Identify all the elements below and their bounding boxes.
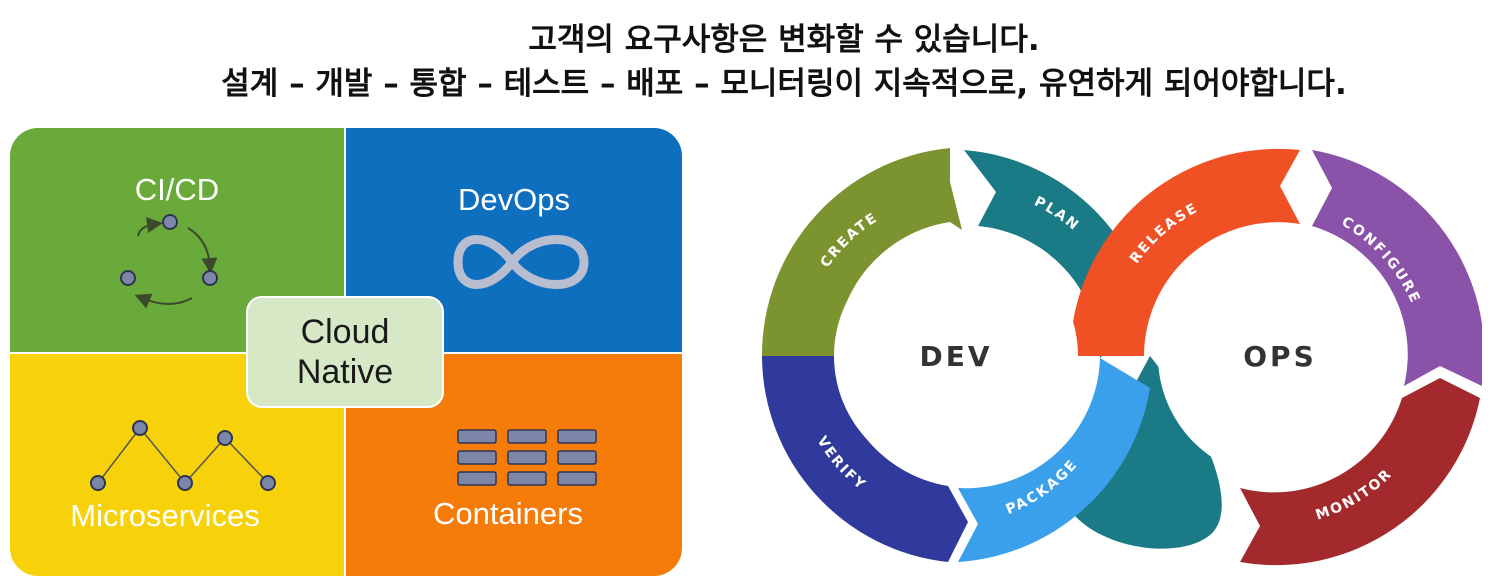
ops-label: OPS — [1243, 340, 1317, 373]
containers-label: Containers — [433, 496, 583, 531]
dev-hub — [834, 234, 1078, 478]
configure-segment — [1312, 150, 1482, 386]
ops-hub — [1158, 234, 1402, 478]
devops-loop-diagram: DEV OPS CREATE PLAN VERIFY PACKAGE RELEA… — [761, 148, 1482, 566]
cloud-native-diagram: CI/CD DevOps M — [10, 128, 682, 576]
release-segment — [1070, 148, 1300, 356]
monitor-segment — [1240, 378, 1480, 566]
cycle-icon — [120, 214, 218, 309]
verify-segment — [762, 356, 968, 562]
center-label-line-1: Cloud — [300, 313, 390, 351]
heading-line-2: 설계 – 개발 – 통합 – 테스트 – 배포 – 모니터링이 지속적으로, 유… — [221, 66, 1347, 102]
cicd-quadrant: CI/CD — [10, 128, 344, 352]
heading-line-1: 고객의 요구사항은 변화할 수 있습니다. — [528, 22, 1040, 58]
cicd-label: CI/CD — [134, 172, 220, 207]
center-label-line-2: Native — [296, 353, 394, 391]
dev-label: DEV — [919, 340, 992, 373]
package-segment — [958, 358, 1150, 562]
devops-label: DevOps — [458, 182, 570, 217]
cloud-native-center-box: Cloud Native — [246, 296, 444, 408]
create-segment — [761, 148, 962, 356]
infinity-icon — [453, 235, 589, 289]
network-icon — [90, 420, 276, 491]
microservices-label: Microservices — [70, 498, 260, 533]
container-grid-icon — [457, 429, 597, 486]
